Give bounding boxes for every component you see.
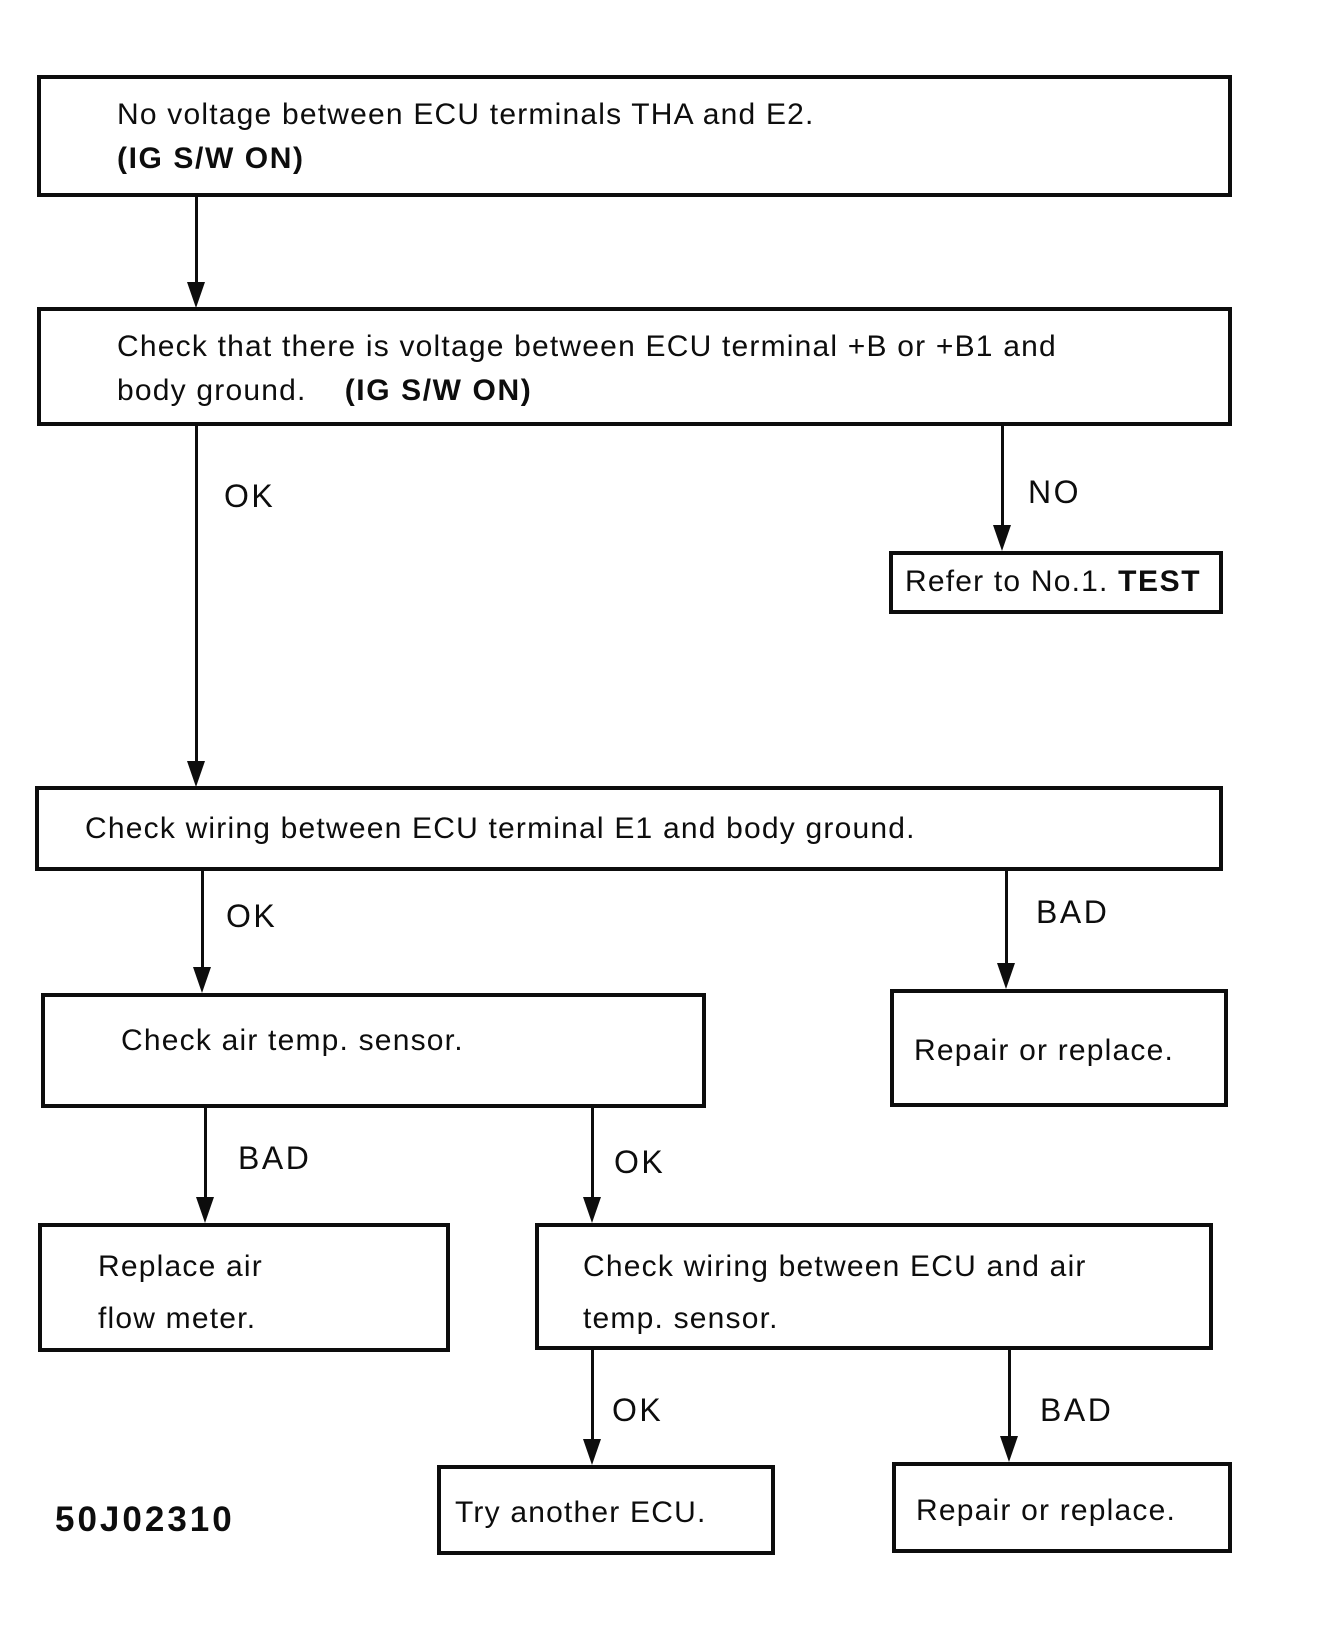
arrowhead-wiring-e1-ok [193,967,211,993]
edge-label-ok-4: OK [612,1392,664,1428]
edge-label-bad-3: BAD [1040,1392,1114,1428]
node-start: No voltage between ECU terminals THA and… [37,75,1232,197]
node-check-b-voltage-line2: body ground. (IG S/W ON) [117,369,1218,413]
node-refer-test: Refer to No.1. TEST [889,551,1223,614]
node-check-b-voltage: Check that there is voltage between ECU … [37,307,1232,426]
node-replace-air-flow-meter: Replace air flow meter. [38,1223,450,1352]
arrow-air-temp-ok [591,1108,594,1198]
node-refer-test-emphasis: TEST [1118,565,1202,598]
arrow-air-temp-bad [204,1108,207,1198]
arrowhead-wiring-air-ok [583,1439,601,1465]
arrow-check-voltage-no [1001,426,1004,526]
node-repair-or-replace-right: Repair or replace. [890,989,1228,1107]
edge-label-bad-2: BAD [238,1140,312,1176]
arrowhead-wiring-air-bad [1000,1436,1018,1462]
figure-code: 50J02310 [55,1500,235,1539]
arrowhead-start-to-check-voltage [187,282,205,308]
node-check-air-temp-sensor: Check air temp. sensor. [41,993,706,1108]
node-check-b-voltage-line2-text: body ground. [117,374,307,407]
node-check-wiring-e1: Check wiring between ECU terminal E1 and… [35,786,1223,871]
node-try-another-ecu-text: Try another ECU. [455,1496,707,1529]
arrowhead-air-temp-bad [196,1197,214,1223]
node-check-air-temp-sensor-text: Check air temp. sensor. [121,1024,464,1057]
arrowhead-check-voltage-ok [187,761,205,787]
edge-label-bad-1: BAD [1036,894,1110,930]
edge-label-ok-2: OK [226,898,278,934]
node-check-wiring-air-temp-line2: temp. sensor. [583,1302,779,1335]
node-repair-or-replace-bottom: Repair or replace. [892,1462,1232,1553]
arrow-wiring-e1-bad [1005,871,1008,964]
node-try-another-ecu: Try another ECU. [437,1465,775,1555]
edge-label-no: NO [1028,474,1081,510]
node-repair-or-replace-right-text: Repair or replace. [914,1034,1175,1067]
node-replace-air-flow-meter-line1: Replace air [98,1250,263,1283]
node-check-wiring-e1-text: Check wiring between ECU terminal E1 and… [85,812,916,845]
edge-label-ok-1: OK [224,478,276,514]
arrowhead-air-temp-ok [583,1197,601,1223]
arrowhead-wiring-e1-bad [997,963,1015,989]
node-start-line1: No voltage between ECU terminals THA and… [117,98,815,131]
node-replace-air-flow-meter-line2: flow meter. [98,1302,257,1335]
arrow-start-to-check-voltage [195,196,198,284]
node-start-line2: (IG S/W ON) [117,142,305,175]
arrow-wiring-e1-ok [201,871,204,968]
node-check-wiring-air-temp: Check wiring between ECU and air temp. s… [535,1223,1213,1350]
node-check-wiring-air-temp-line1: Check wiring between ECU and air [583,1250,1087,1283]
arrowhead-check-voltage-no [993,525,1011,551]
node-check-b-voltage-line1: Check that there is voltage between ECU … [117,330,1057,363]
node-check-b-voltage-line2-note: (IG S/W ON) [344,374,533,407]
arrow-check-voltage-ok [195,426,198,762]
arrow-wiring-air-ok [591,1350,594,1440]
arrow-wiring-air-bad [1008,1350,1011,1437]
node-repair-or-replace-bottom-text: Repair or replace. [916,1494,1177,1527]
edge-label-ok-3: OK [614,1144,666,1180]
node-refer-test-text: Refer to No.1. [905,565,1109,598]
